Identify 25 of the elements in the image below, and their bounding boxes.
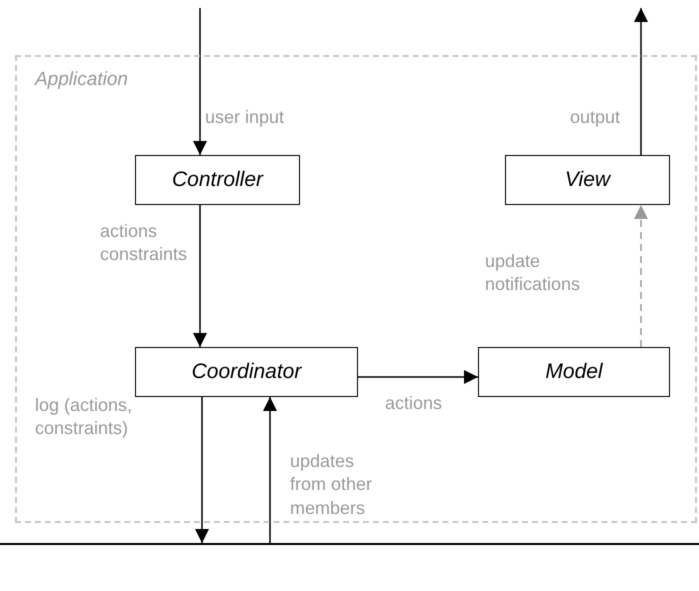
dashed-group-frame [15,55,697,523]
edge-label: updates from other members [290,450,374,520]
node-label: View [564,168,610,192]
node-label: Model [545,360,603,384]
node-label: Coordinator [192,360,302,384]
process-box [135,155,300,205]
process-box [135,347,358,397]
process-box [505,155,670,205]
process-box [478,347,670,397]
edge-label: actions [385,392,444,415]
arrow [634,205,648,347]
arrow [263,397,277,543]
arrow [193,8,207,155]
group-title: Application [35,69,128,91]
arrow [634,8,648,155]
edge-label: update notifications [485,250,582,296]
arrow [193,205,207,347]
arrow [195,397,209,543]
baseline-bar [0,543,699,545]
edge-label: log (actions, constraints) [35,394,134,440]
node-label: Controller [172,168,264,192]
edge-label: output [568,106,620,129]
edge-label: user input [205,106,286,129]
edge-label: actions constraints [100,220,188,266]
arrow [358,370,478,384]
